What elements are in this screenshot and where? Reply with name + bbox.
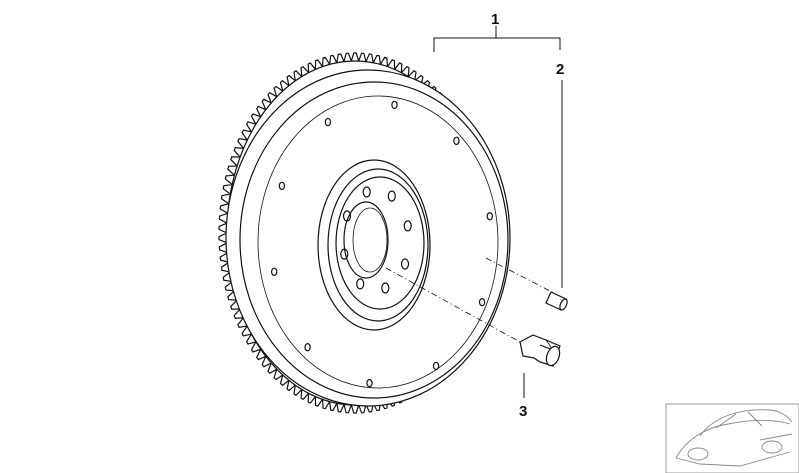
outer-bolt-holes xyxy=(271,100,493,388)
outer-bolt-hole xyxy=(324,117,332,127)
assembly-axis-lines xyxy=(385,257,557,343)
outer-bolt-hole xyxy=(486,211,493,221)
hub-recess-inner xyxy=(335,176,425,310)
friction-surface-edge xyxy=(257,95,499,389)
center-bolt-hole xyxy=(403,220,412,232)
callout-3: 3 xyxy=(519,403,527,420)
center-bolt-hole xyxy=(387,190,396,202)
center-bolt-hole xyxy=(356,278,365,290)
flywheel[interactable] xyxy=(218,52,511,414)
center-bolt-hole xyxy=(362,186,371,198)
flywheel-bolt[interactable] xyxy=(519,334,562,367)
outer-bolt-hole xyxy=(304,343,311,352)
car-silhouette-icon xyxy=(675,409,793,467)
thumbnail-frame xyxy=(665,403,799,473)
center-bolt-hole xyxy=(340,248,349,260)
center-bolt-hole xyxy=(400,258,410,270)
outer-bolt-hole xyxy=(453,136,460,145)
outer-bolt-hole xyxy=(391,100,398,110)
callout-2: 2 xyxy=(556,61,564,78)
hub-recess-step xyxy=(327,168,429,322)
outer-bolt-hole xyxy=(366,378,373,388)
center-bore xyxy=(343,201,389,279)
car-thumbnail xyxy=(665,403,799,473)
callout-leaders xyxy=(433,26,563,398)
center-bolt-hole xyxy=(381,282,390,294)
center-bolt-holes xyxy=(340,186,412,294)
center-bolt-hole xyxy=(342,210,352,222)
hub-recess-outer xyxy=(317,159,431,331)
center-bore-depth xyxy=(352,207,388,273)
outer-bolt-hole xyxy=(478,297,486,307)
outer-bolt-hole xyxy=(278,181,286,191)
callout-1: 1 xyxy=(491,11,499,28)
outer-bolt-hole xyxy=(432,361,440,371)
flywheel-face xyxy=(239,81,509,399)
outer-bolt-hole xyxy=(271,267,278,276)
dowel-pin[interactable] xyxy=(545,291,569,311)
